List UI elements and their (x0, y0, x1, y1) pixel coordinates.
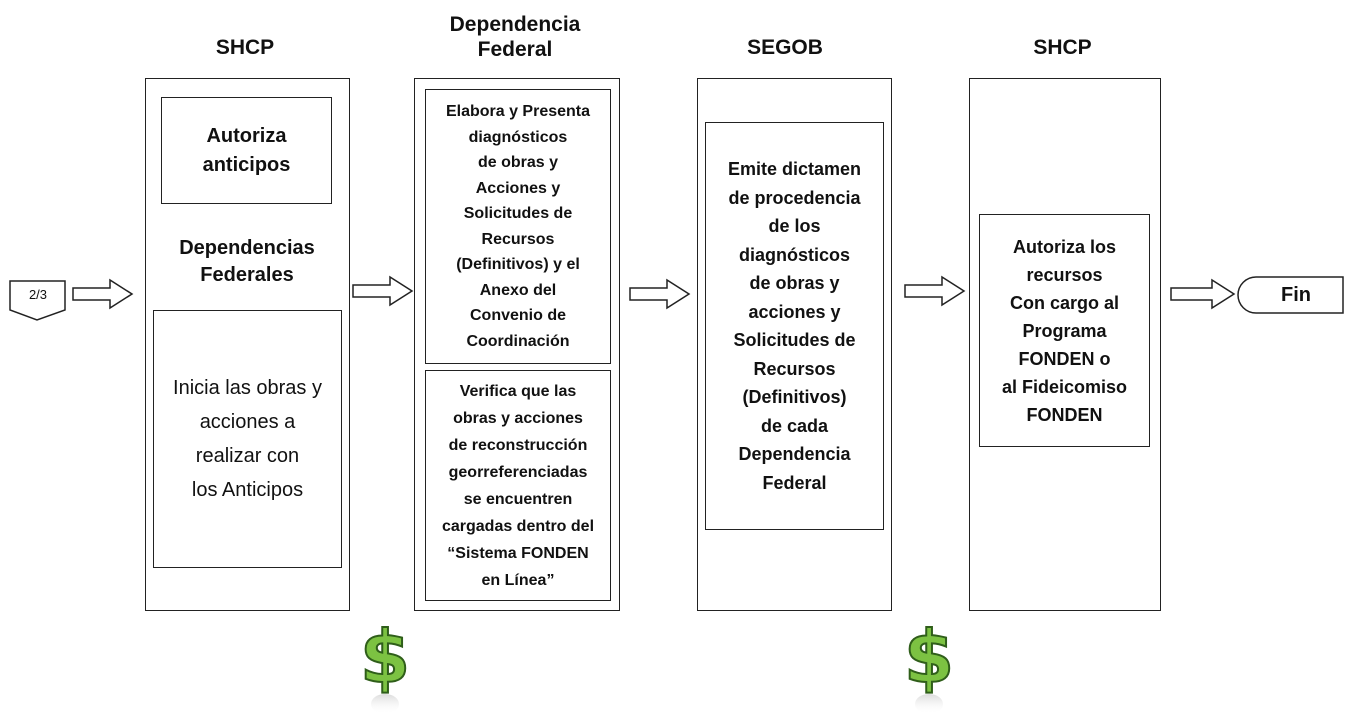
lane-header-dependencia-federal: Dependencia Federal (449, 13, 581, 61)
lane-header-segob: SEGOB (747, 36, 823, 59)
arrow-right-icon (352, 275, 414, 307)
offpage-connector-start (9, 280, 66, 321)
lane-header-shcp-2: SHCP (1033, 36, 1092, 59)
arrow-right-icon (904, 275, 966, 307)
dollar-icon: $ (903, 614, 955, 714)
box-inicia-obras: Inicia las obras y acciones a realizar c… (153, 310, 342, 568)
svg-text:$: $ (360, 615, 410, 699)
arrow-right-icon (1170, 278, 1236, 310)
lane-header-shcp-1: SHCP (215, 36, 275, 59)
box-autoriza-recursos: Autoriza los recursos Con cargo al Progr… (979, 214, 1150, 447)
offpage-connector-label: 2/3 (28, 287, 48, 302)
box-elabora-presenta: Elabora y Presenta diagnósticos de obras… (425, 89, 611, 364)
box-autoriza-anticipos: Autoriza anticipos (161, 97, 332, 204)
label-dependencias-federales: Dependencias Federales (179, 237, 315, 286)
arrow-right-icon (629, 278, 691, 310)
terminal-end (1237, 276, 1344, 314)
svg-text:$: $ (904, 615, 954, 699)
box-emite-dictamen: Emite dictamen de procedencia de los dia… (705, 122, 884, 530)
box-verifica-obras: Verifica que las obras y acciones de rec… (425, 370, 611, 601)
dollar-icon: $ (359, 614, 411, 714)
arrow-right-icon (72, 278, 134, 310)
terminal-end-label: Fin (1281, 284, 1311, 306)
